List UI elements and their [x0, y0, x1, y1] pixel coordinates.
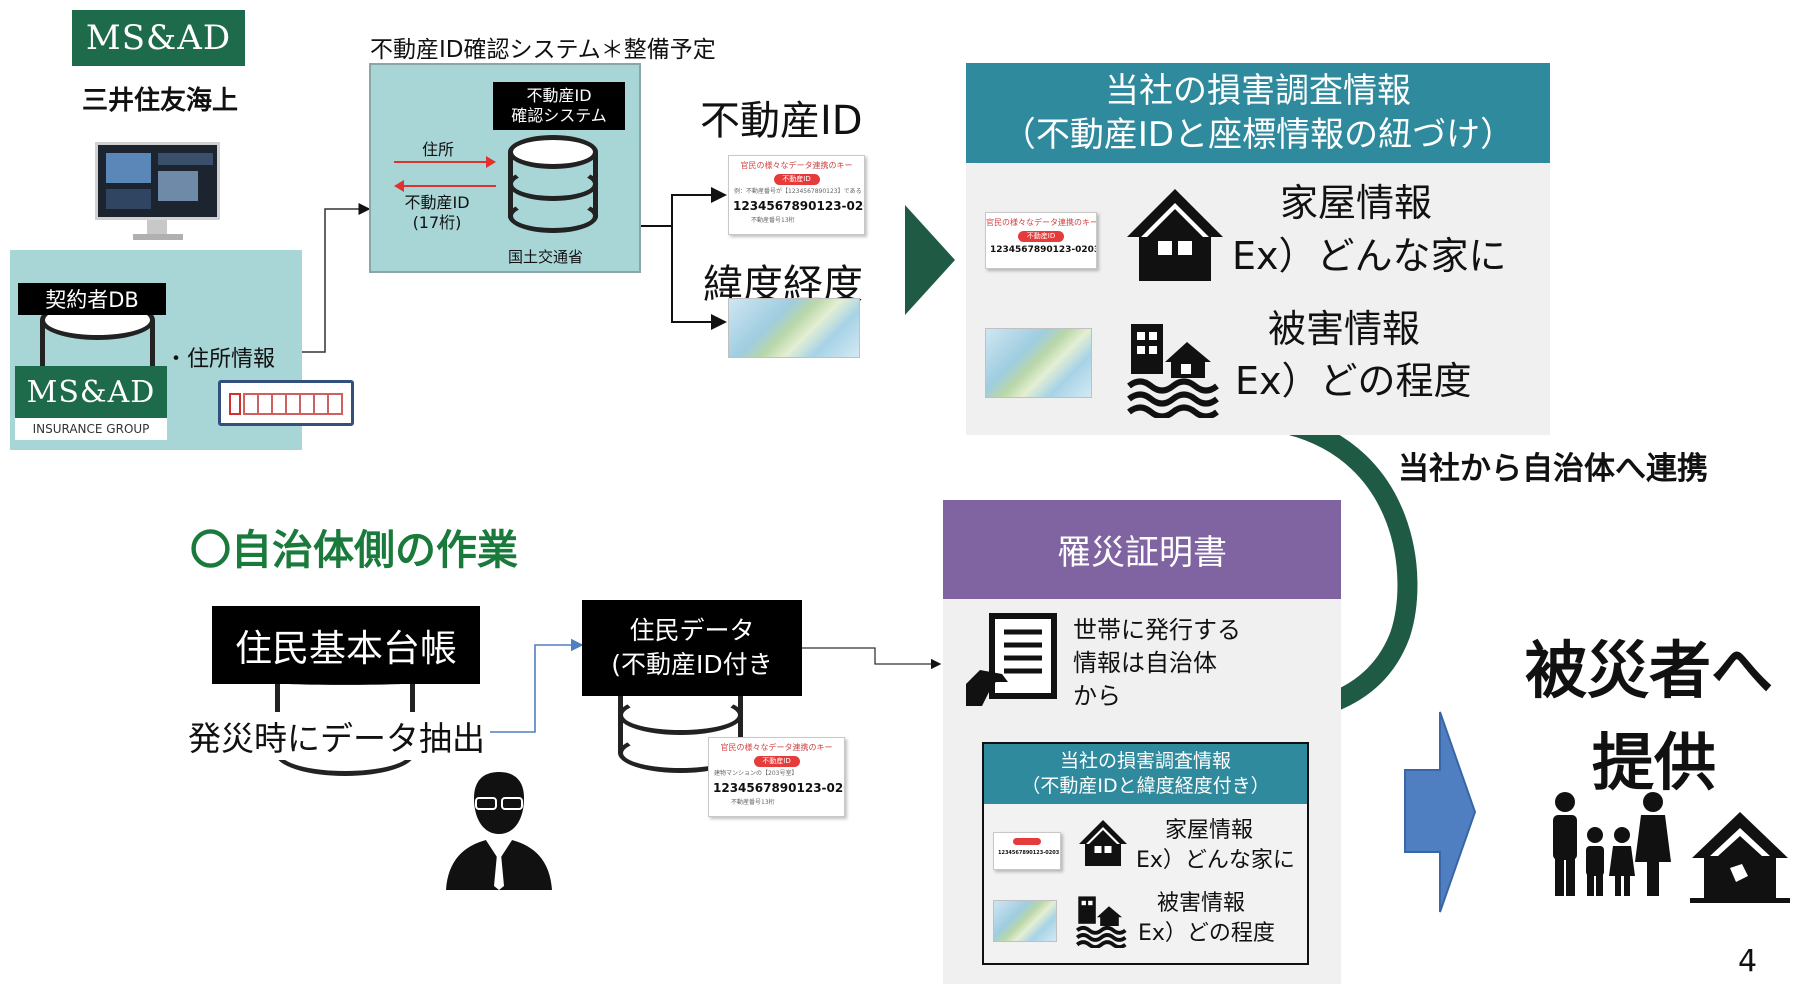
id-system-title: 不動産ID確認システム＊整備予定	[370, 37, 716, 63]
house-icon	[1127, 189, 1223, 281]
address-info-label: ・住所情報	[165, 347, 276, 372]
company-name: 三井住友海上	[81, 85, 238, 116]
certificate-title: 罹災証明書	[943, 500, 1341, 599]
cert-house-ex: Ex）どんな家に	[1136, 848, 1295, 873]
page-number: 4	[1738, 944, 1758, 979]
realestate-id-label: 不動産ID	[700, 98, 863, 144]
survey-house-ex: Ex）どんな家に	[1232, 234, 1507, 278]
extract-connector	[490, 638, 584, 733]
address-to-system-connector	[282, 203, 371, 353]
survey-damage-ex: Ex）どの程度	[1235, 359, 1472, 403]
survey-house-title: 家屋情報	[1280, 181, 1433, 225]
victims-text-1: 被災者へ	[1525, 634, 1774, 707]
monitor-icon	[95, 142, 220, 242]
system-to-latlon-connector	[671, 226, 727, 330]
cert-damage-title: 被害情報	[1157, 891, 1246, 916]
survey-damage-title: 被害情報	[1268, 307, 1421, 351]
extract-label: 発災時にデータ抽出	[188, 712, 485, 760]
contractor-msad-logo: MS&AD INSURANCE GROUP	[15, 366, 167, 440]
resident-to-certificate-connector	[800, 647, 942, 670]
msad-logo: MS&AD	[72, 10, 245, 66]
survey-map	[985, 328, 1092, 398]
system-to-outputs-connector	[640, 187, 727, 227]
certificate-note: 世帯に発行する 情報は自治体 から	[1073, 616, 1241, 710]
flood-damage-icon	[1127, 324, 1219, 418]
person-icon	[446, 772, 552, 890]
certificate-map	[993, 900, 1057, 942]
certificate-inner-title: 当社の損害調査情報（不動産IDと緯度経度付き）	[984, 744, 1307, 804]
resident-id-card: 官民の様々なデータ連携のキー 不動産ID 建物マンションの【203号室】 123…	[708, 737, 845, 817]
flood-damage-icon-small	[1075, 896, 1127, 948]
latlon-map	[728, 298, 860, 358]
document-hand-icon	[966, 613, 1057, 706]
arrow-address-label: 住所	[422, 140, 455, 159]
victims-block-arrow	[1404, 711, 1477, 913]
cert-house-title: 家屋情報	[1165, 818, 1254, 843]
contractor-db-label: 契約者DB	[18, 283, 166, 315]
registry-label: 住民基本台帳	[212, 606, 480, 684]
postcard-icon	[218, 380, 354, 426]
municipality-heading: 〇自治体側の作業	[190, 526, 518, 574]
curved-link-arrow	[1287, 415, 1418, 715]
red-arrows-icon	[394, 156, 496, 192]
family-icon	[1553, 792, 1671, 896]
resident-data-label: 住民データ(不動産ID付き	[582, 600, 802, 696]
arrow-id-label: 不動産ID(17桁)	[404, 193, 470, 232]
survey-id-card: 官民の様々なデータ連携のキー 不動産ID 1234567890123-0203	[985, 212, 1097, 269]
id-system-db-cylinder	[508, 135, 598, 245]
ministry-label: 国土交通省	[508, 248, 584, 266]
link-label: 当社から自治体へ連携	[1398, 451, 1708, 487]
realestate-id-card: 官民の様々なデータ連携のキー 不動産ID 例：不動産番号が【1234567890…	[728, 155, 865, 235]
survey-title: 当社の損害調査情報（不動産IDと座標情報の紐づけ）	[966, 63, 1550, 163]
house-icon-small	[1079, 820, 1127, 866]
cert-damage-ex: Ex）どの程度	[1138, 921, 1275, 946]
victims-text-2: 提供	[1592, 726, 1717, 799]
forward-triangle	[905, 205, 955, 315]
certificate-id-card: 1234567890123-0203	[993, 832, 1061, 870]
broken-house-icon	[1690, 812, 1790, 903]
